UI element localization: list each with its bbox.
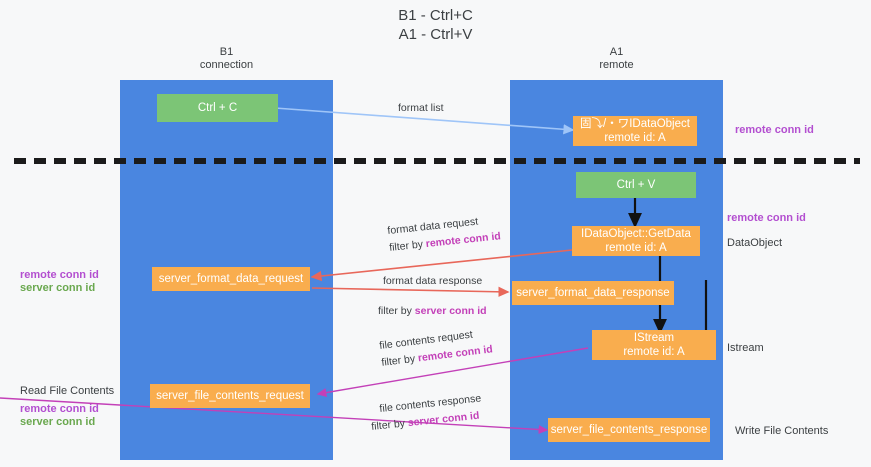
box-server-file-contents-response-label: server_file_contents_response <box>550 424 708 436</box>
left-label-remote-conn-id: remote conn id <box>20 269 99 281</box>
edge-label-format-data-response: format data response <box>383 275 483 287</box>
box-server-file-contents-request-label: server_file_contents_request <box>156 390 304 402</box>
left-label-server-conn-id-2: server conn id <box>20 416 96 428</box>
edge-label-format-data-request-group: format data request filter by remote con… <box>387 216 502 264</box>
right-label-write-file-contents: Write File Contents <box>735 425 829 437</box>
left-label-read-file-contents: Read File Contents <box>20 385 115 397</box>
filter-key-server-conn-id: server conn id <box>414 305 487 317</box>
edge-label-file-contents-response-group: file contents response filter by server … <box>371 392 491 442</box>
box-ctrl-v[interactable]: Ctrl + V <box>576 172 696 198</box>
filter-prefix: filter by <box>380 352 419 369</box>
box-server-file-contents-response[interactable]: server_file_contents_response <box>548 418 710 442</box>
box-idataobject-top-line2: remote id: A <box>604 132 666 144</box>
box-server-format-data-response-label: server_format_data_response <box>516 287 670 299</box>
box-idataobject-getdata[interactable]: IDataObject::GetData remote id: A <box>572 226 700 256</box>
page-title: B1 - Ctrl+C A1 - Ctrl+V <box>398 7 473 43</box>
box-server-format-data-request-label: server_format_data_request <box>158 273 304 285</box>
box-ctrl-c-label: Ctrl + C <box>197 102 238 114</box>
left-label-server-conn-id: server conn id <box>20 282 96 294</box>
edge-label-file-contents-request-group: file contents request filter by remote c… <box>379 329 495 378</box>
box-getdata-line2: remote id: A <box>605 242 667 254</box>
box-istream[interactable]: IStream remote id: A <box>592 330 716 360</box>
filter-prefix: filter by <box>370 417 409 433</box>
box-ctrl-v-label: Ctrl + V <box>616 179 656 191</box>
box-server-format-data-response[interactable]: server_format_data_response <box>512 281 674 305</box>
right-label-istream: Istream <box>727 342 764 354</box>
lane-header-b1: B1 connection <box>199 46 254 71</box>
box-idataobject-top-line1: 固⤵/・ワIDataObject <box>580 118 690 130</box>
box-istream-line2: remote id: A <box>623 346 685 358</box>
filter-key-remote-conn-id: remote conn id <box>425 230 502 251</box>
right-label-remote-conn-id-top: remote conn id <box>735 124 814 136</box>
filter-prefix: filter by <box>378 305 415 317</box>
edge-label-format-data-response-filter: filter by server conn id <box>378 304 487 318</box>
left-label-remote-conn-id-2: remote conn id <box>20 403 99 415</box>
box-ctrl-c[interactable]: Ctrl + C <box>157 94 278 122</box>
box-idataobject-top[interactable]: 固⤵/・ワIDataObject remote id: A <box>573 116 697 146</box>
filter-key-server-conn-id: server conn id <box>407 409 480 430</box>
edge-label-format-data-response-group: format data response filter by server co… <box>378 274 492 317</box>
edge-label-format-list: format list <box>398 102 444 114</box>
box-getdata-line1: IDataObject::GetData <box>581 228 691 240</box>
right-label-remote-conn-id-mid: remote conn id <box>727 212 806 224</box>
box-istream-line1: IStream <box>633 332 675 344</box>
lane-header-a1: A1 remote <box>599 46 634 71</box>
filter-prefix: filter by <box>388 238 427 254</box>
right-label-dataobject: DataObject <box>727 237 783 249</box>
box-server-file-contents-request[interactable]: server_file_contents_request <box>150 384 310 408</box>
box-server-format-data-request[interactable]: server_format_data_request <box>152 267 310 291</box>
